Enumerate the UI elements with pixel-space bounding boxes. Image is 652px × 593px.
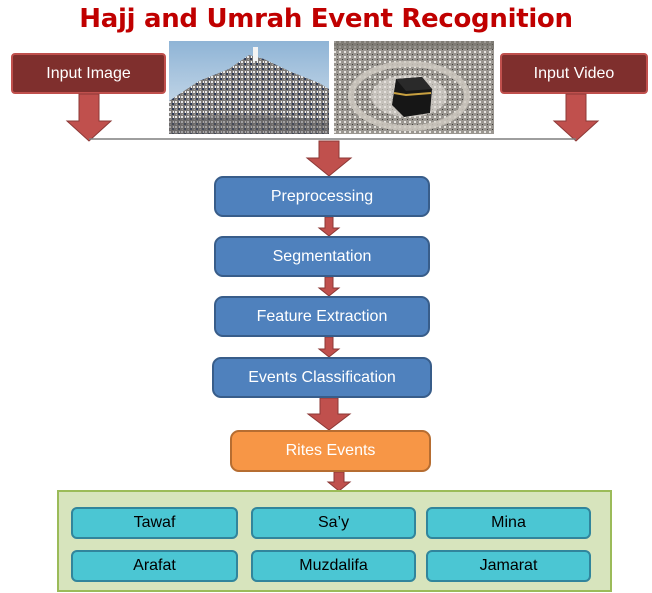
arrow-to-feature-extraction	[317, 276, 341, 297]
arrow-to-events-classification	[317, 336, 341, 358]
input-image-box: Input Image	[11, 53, 166, 94]
input-video-box: Input Video	[500, 53, 648, 94]
step-feature-extraction: Feature Extraction	[214, 296, 430, 337]
arrow-to-segmentation	[317, 216, 341, 237]
rites-events-box: Rites Events	[230, 430, 431, 472]
arrow-to-preprocessing	[305, 140, 353, 177]
arrow-input-image	[65, 93, 113, 142]
step-preprocessing: Preprocessing	[214, 176, 430, 217]
arrow-to-rites-panel	[326, 471, 352, 492]
kaaba-tawaf-photo	[334, 41, 494, 134]
step-segmentation: Segmentation	[214, 236, 430, 277]
mount-arafat-crowd-photo	[169, 41, 329, 134]
rite-tawaf: Tawaf	[71, 507, 238, 539]
diagram-title: Hajj and Umrah Event Recognition	[79, 4, 573, 34]
rite-jamarat: Jamarat	[426, 550, 591, 582]
arrow-to-rites-events	[306, 397, 352, 431]
arrow-input-video	[552, 93, 600, 142]
step-events-classification: Events Classification	[212, 357, 432, 398]
rite-mina: Mina	[426, 507, 591, 539]
rite-arafat: Arafat	[71, 550, 238, 582]
rite-say: Sa’y	[251, 507, 416, 539]
rite-muzdalifa: Muzdalifa	[251, 550, 416, 582]
